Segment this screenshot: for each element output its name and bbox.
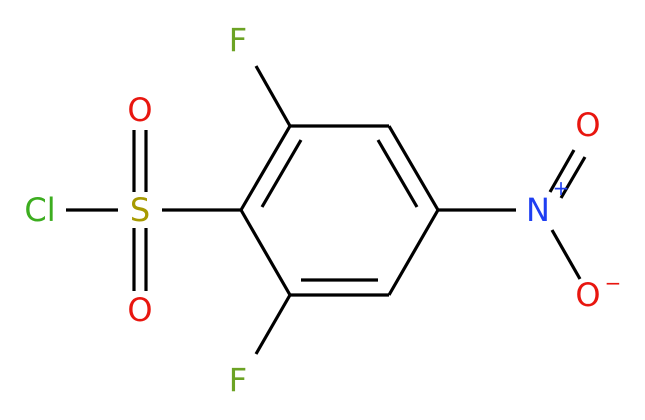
oxygen-negative-charge: − bbox=[605, 271, 622, 295]
bond-c3-c4 bbox=[387, 125, 440, 211]
bond-c6-c1 bbox=[239, 209, 292, 296]
substituent-bonds bbox=[66, 65, 587, 355]
bond-c4-c5 bbox=[387, 209, 440, 296]
atom-oxygen-nitro-top: O bbox=[575, 106, 600, 144]
benzene-ring bbox=[239, 124, 440, 297]
bond-n-o-bottom bbox=[550, 229, 582, 280]
atom-oxygen-sulfonyl-bottom: O bbox=[127, 291, 152, 329]
atom-fluorine-bottom: F bbox=[229, 361, 247, 399]
bond-inner-c1-c2 bbox=[260, 139, 303, 208]
atom-fluorine-top: F bbox=[229, 21, 247, 59]
bond-c1-c2 bbox=[239, 125, 292, 211]
bond-c6-f-bottom bbox=[254, 294, 292, 355]
bond-inner-c3-c4 bbox=[376, 139, 419, 208]
atom-nitrogen: N bbox=[526, 191, 550, 229]
atom-sulfur: S bbox=[130, 191, 150, 229]
atom-oxygen-nitro-bottom: O bbox=[575, 276, 600, 314]
bond-n-o-top-b bbox=[559, 156, 587, 199]
bond-c2-f-top bbox=[254, 65, 292, 127]
atom-oxygen-sulfonyl-top: O bbox=[127, 91, 152, 129]
bond-n-o-top-a bbox=[548, 149, 576, 193]
atom-labels: F F Cl S O O N + O O − bbox=[24, 21, 621, 399]
nitrogen-positive-charge: + bbox=[553, 176, 570, 200]
atom-chlorine: Cl bbox=[24, 191, 55, 229]
